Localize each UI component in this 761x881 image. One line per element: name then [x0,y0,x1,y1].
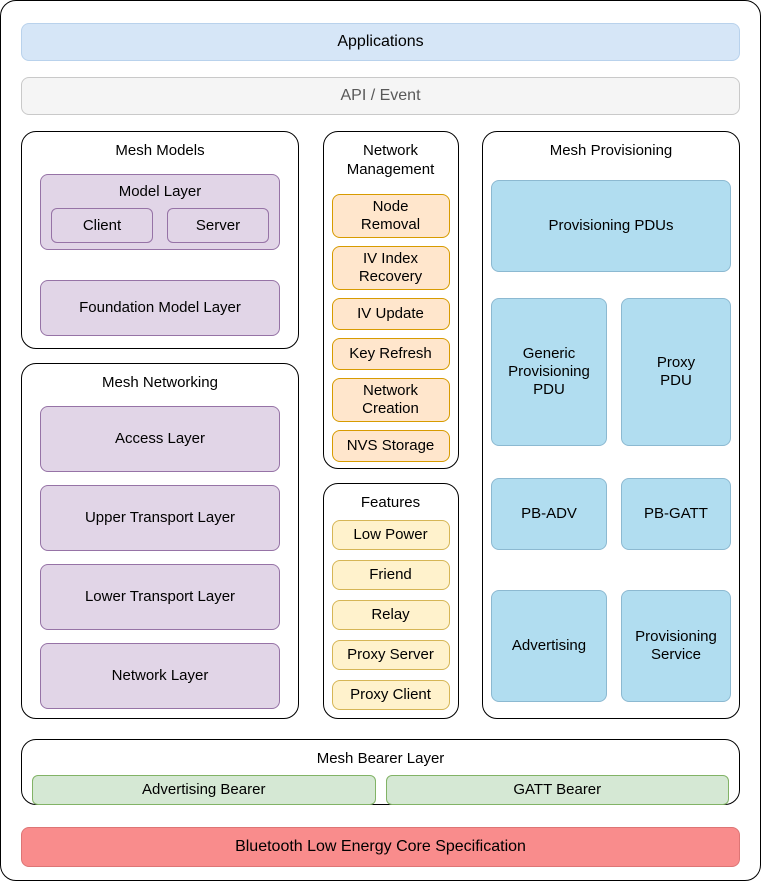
network-management-group: Network Management Node Removal IV Index… [322,131,459,469]
friend-box: Friend [331,560,450,590]
features-group: Features Low Power Friend Relay Proxy Se… [322,483,459,719]
node-removal-box: Node Removal [331,194,450,238]
provisioning-pdu-row: Generic Provisioning PDU Proxy PDU [491,298,731,446]
applications-layer-bar: Applications [21,23,740,61]
advertising-bearer-box: Advertising Bearer [32,775,376,805]
middle-section: Mesh Models Model Layer Client Server Fo… [21,131,740,719]
mesh-bearer-layer-group: Mesh Bearer Layer Advertising Bearer GAT… [21,739,740,805]
foundation-model-layer-box: Foundation Model Layer [40,280,280,336]
key-refresh-box: Key Refresh [331,338,450,370]
client-box: Client [51,208,153,243]
left-column: Mesh Models Model Layer Client Server Fo… [21,131,299,719]
ble-core-spec-label: Bluetooth Low Energy Core Specification [235,838,526,855]
client-server-row: Client Server [51,208,269,243]
server-box: Server [167,208,269,243]
mesh-provisioning-group: Mesh Provisioning Provisioning PDUs Gene… [482,131,740,719]
pb-gatt-box: PB-GATT [621,478,731,550]
mesh-bearer-title: Mesh Bearer Layer [316,750,445,767]
right-column: Mesh Provisioning Provisioning PDUs Gene… [482,131,740,719]
bearer-row: Advertising Bearer GATT Bearer [32,775,729,805]
provisioning-pdus-box: Provisioning PDUs [491,180,731,272]
upper-transport-layer-box: Upper Transport Layer [40,485,280,551]
low-power-box: Low Power [331,520,450,550]
proxy-pdu-box: Proxy PDU [621,298,731,446]
proxy-client-box: Proxy Client [331,680,450,710]
gatt-bearer-box: GATT Bearer [385,775,729,805]
api-event-layer-bar: API / Event [21,77,740,115]
provisioning-service-box: Provisioning Service [621,590,731,702]
network-layer-box: Network Layer [40,643,280,709]
proxy-server-box: Proxy Server [331,640,450,670]
middle-column: Network Management Node Removal IV Index… [322,131,459,719]
mesh-networking-group: Mesh Networking Access Layer Upper Trans… [21,363,299,719]
model-layer-box: Model Layer Client Server [40,174,280,250]
provisioning-pb-row: PB-ADV PB-GATT [491,478,731,550]
ble-core-spec-bar: Bluetooth Low Energy Core Specification [21,827,740,867]
network-creation-box: Network Creation [331,378,450,422]
provisioning-bearer-row: Advertising Provisioning Service [491,590,731,702]
iv-update-box: IV Update [331,298,450,330]
access-layer-box: Access Layer [40,406,280,472]
nvs-storage-box: NVS Storage [331,430,450,462]
pb-adv-box: PB-ADV [491,478,607,550]
model-layer-title: Model Layer [118,183,202,200]
mesh-models-title: Mesh Models [115,142,205,159]
mesh-networking-title: Mesh Networking [102,374,218,391]
generic-provisioning-pdu-box: Generic Provisioning PDU [491,298,607,446]
mesh-provisioning-title: Mesh Provisioning [549,142,673,159]
network-management-title: Network Management [346,142,435,178]
iv-index-recovery-box: IV Index Recovery [331,246,450,290]
applications-label: Applications [337,33,424,50]
advertising-box: Advertising [491,590,607,702]
relay-box: Relay [331,600,450,630]
lower-transport-layer-box: Lower Transport Layer [40,564,280,630]
features-title: Features [360,494,421,511]
mesh-models-group: Mesh Models Model Layer Client Server Fo… [21,131,299,349]
api-event-label: API / Event [340,87,421,104]
